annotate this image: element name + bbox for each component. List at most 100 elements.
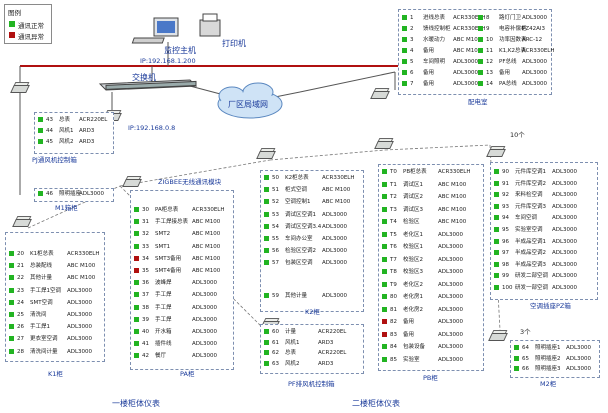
meter-model: ADL3000 (192, 329, 218, 335)
meter-number: 40 (142, 329, 149, 335)
meter-model: ACR330ELH (322, 175, 355, 181)
meter-number: 13 (486, 70, 493, 76)
meter-number: 80 (390, 294, 397, 300)
panel-k1 (5, 232, 105, 362)
meter-number: 14 (486, 81, 493, 87)
status-normal-indicator (382, 244, 387, 249)
switch-label: 交换机 (132, 73, 156, 82)
meter-model: ADL3000 (322, 211, 348, 218)
meter-model: ABC M100 (322, 199, 351, 206)
device-icon (256, 148, 276, 159)
meter-number: 32 (142, 231, 149, 238)
monitor-icon (131, 17, 179, 44)
meter-model: ADL3000 (322, 223, 348, 230)
meter-model: ACR220EL (79, 117, 108, 123)
meter-name: 波峰焊 (155, 280, 172, 287)
meter-name: 元件库空调3 (515, 203, 546, 210)
meter-model: ADL3000 (192, 316, 218, 323)
meter-model: ADL3000 (438, 319, 464, 325)
meter-number: 100 (502, 285, 513, 291)
meter-name: 照明插座3 (535, 366, 561, 372)
meter-number: 12 (486, 59, 493, 65)
status-normal-indicator (382, 294, 387, 299)
status-normal-indicator (494, 273, 499, 279)
meter-number: 8 (486, 15, 490, 21)
meter-name: 半成品空调2 (515, 250, 546, 257)
meter-model: ADL3000 (192, 280, 218, 287)
panel-pa-title: PA柜 (180, 370, 195, 378)
meter-name: 备用 (423, 48, 435, 54)
meter-name: 计量 (285, 329, 297, 335)
meter-name: 风机2 (59, 139, 74, 145)
meter-name: SMT1 (155, 243, 171, 250)
meter-model: ADL3000 (552, 238, 578, 245)
meter-model: ADL3000 (552, 192, 578, 199)
meter-name: 照明插座1 (535, 345, 561, 351)
meter-number: 5 (410, 59, 414, 65)
status-normal-indicator (264, 223, 269, 229)
meter-number: 84 (390, 344, 397, 350)
panel-pj-title: PJ通风机控制箱 (32, 156, 77, 164)
status-normal-indicator (9, 324, 14, 330)
status-normal-indicator (382, 256, 387, 262)
status-normal-indicator (134, 341, 139, 347)
meter-name: 电容补偿柜 (499, 26, 527, 32)
meter-name: 校验区2 (403, 256, 423, 263)
status-normal-indicator (478, 37, 483, 42)
panel-pz (490, 162, 598, 300)
meter-model: ADL3000 (438, 269, 464, 275)
meter-number: 61 (272, 339, 279, 346)
status-normal-indicator (264, 293, 269, 298)
meter-name: 水暖动力 (423, 37, 446, 43)
zigbee-label: ZIGBEE无线通讯模块 (158, 178, 222, 186)
meter-name: 柜式空调 (285, 187, 308, 194)
meter-name: 检验区 (403, 219, 420, 225)
meter-name: 插件线 (155, 341, 172, 348)
panel-m1-title: M1箱柜 (55, 204, 78, 212)
meter-name: 照明插座 (59, 191, 82, 197)
meter-number: 85 (390, 356, 397, 363)
meter-model: ABC M100 (67, 263, 96, 270)
meter-model: ACR330ELH (453, 15, 486, 21)
status-normal-indicator (494, 180, 499, 186)
meter-name: 半成品空调1 (515, 238, 546, 245)
status-normal-indicator (264, 175, 269, 180)
meter-number: 9 (486, 26, 490, 32)
status-normal-indicator (478, 15, 483, 20)
meter-model: ABC M100 (67, 275, 96, 282)
legend-normal-label: 通讯正常 (18, 22, 44, 30)
meter-number: T6 (390, 244, 397, 250)
meter-number: 7 (410, 81, 414, 87)
meter-number: 93 (502, 203, 509, 210)
meter-model: ACR330ELH (522, 48, 555, 54)
status-normal-indicator (478, 70, 483, 75)
meter-name: 功率因数表 (499, 37, 527, 43)
meter-name: 进线总表 (423, 15, 446, 21)
status-normal-indicator (134, 231, 139, 237)
meter-name: 其他计量 (285, 293, 308, 299)
meter-number: 3 (410, 37, 414, 43)
meter-number: 26 (17, 324, 24, 331)
meter-model: ADL3000 (522, 15, 548, 21)
status-normal-indicator (134, 329, 139, 334)
meter-name: 检验区空调2 (285, 248, 316, 255)
meter-model: ABC M100 (192, 231, 221, 238)
meter-model: ADL3000 (552, 215, 578, 222)
meter-model: ABC M100 (438, 181, 467, 188)
meter-model: ARD3 (318, 360, 334, 367)
meter-number: 57 (272, 260, 279, 267)
